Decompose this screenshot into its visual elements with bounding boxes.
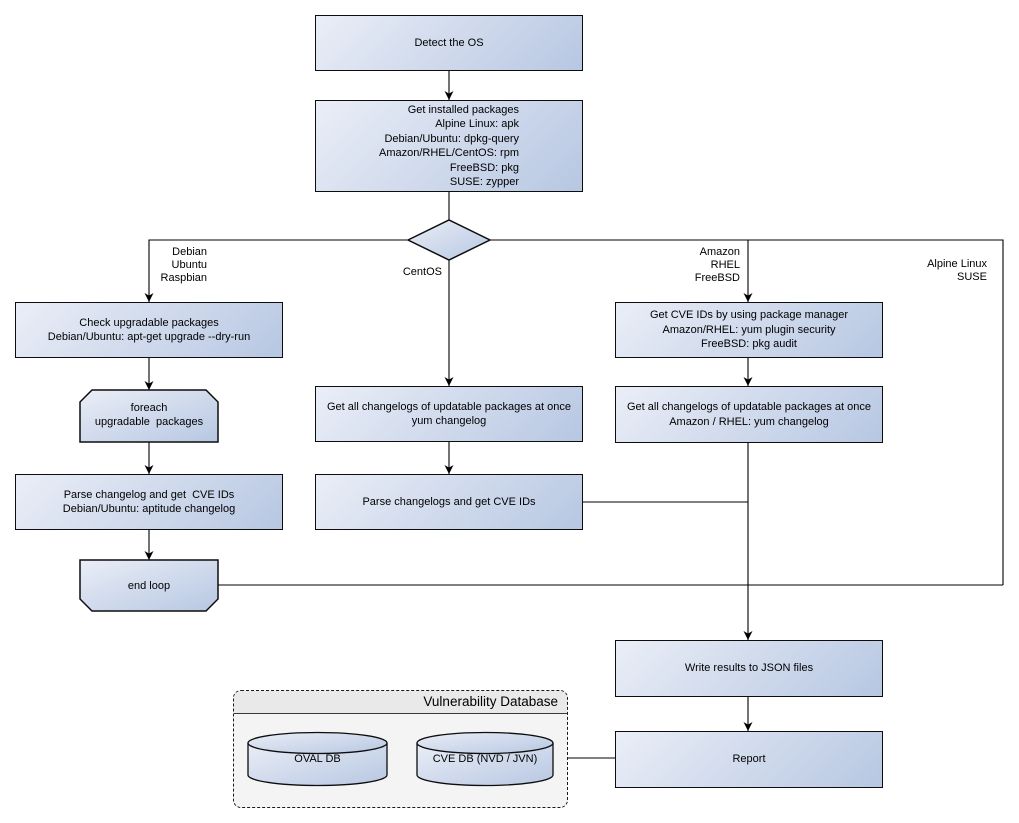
node-changelogs-centos: Get all changelogs of updatable packages… xyxy=(315,386,583,442)
node-changelogs-amazon-label: Get all changelogs of updatable packages… xyxy=(626,401,871,428)
node-detect-os: Detect the OS xyxy=(315,15,583,71)
node-get-installed-packages-label: Get installed packages Alpine Linux: apk… xyxy=(379,103,519,189)
node-parse-changelog-debian: Parse changelog and get CVE IDs Debian/U… xyxy=(15,474,283,530)
node-get-cve-ids-package-manager-label: Get CVE IDs by using package manager Ama… xyxy=(649,309,849,351)
node-check-upgradable-label: Check upgradable packages Debian/Ubuntu:… xyxy=(47,316,251,344)
end-loop-label: end loop xyxy=(127,580,171,592)
node-detect-os-label: Detect the OS xyxy=(414,36,484,49)
vulnerability-database-group: Vulnerability Database xyxy=(233,690,568,808)
branch-label-alpine: Alpine Linux SUSE xyxy=(927,258,987,284)
branch-label-centos: CentOS xyxy=(402,266,442,278)
branch-label-debian: Debian Ubuntu Raspbian xyxy=(160,246,207,285)
oval-db-label: OVAL DB xyxy=(294,753,341,765)
node-get-installed-packages: Get installed packages Alpine Linux: apk… xyxy=(315,100,583,192)
node-parse-changelogs-centos-label: Parse changelogs and get CVE IDs xyxy=(362,495,536,508)
os-decision-diamond xyxy=(406,219,492,261)
node-write-results-label: Write results to JSON files xyxy=(684,662,814,675)
node-parse-changelogs-centos: Parse changelogs and get CVE IDs xyxy=(315,474,583,530)
node-write-results: Write results to JSON files xyxy=(615,640,883,697)
node-changelogs-amazon: Get all changelogs of updatable packages… xyxy=(615,386,883,443)
node-report: Report xyxy=(615,731,883,788)
vulnerability-database-title: Vulnerability Database xyxy=(234,691,567,714)
cve-db-label: CVE DB (NVD / JVN) xyxy=(432,753,538,765)
foreach-loop-label: foreach upgradable packages xyxy=(94,402,204,428)
branch-label-amazon: Amazon RHEL FreeBSD xyxy=(694,246,740,285)
node-report-label: Report xyxy=(732,753,766,766)
node-get-cve-ids-package-manager: Get CVE IDs by using package manager Ama… xyxy=(615,302,883,358)
node-changelogs-centos-label: Get all changelogs of updatable packages… xyxy=(326,400,571,428)
node-check-upgradable: Check upgradable packages Debian/Ubuntu:… xyxy=(15,302,283,358)
node-parse-changelog-debian-label: Parse changelog and get CVE IDs Debian/U… xyxy=(62,488,236,516)
